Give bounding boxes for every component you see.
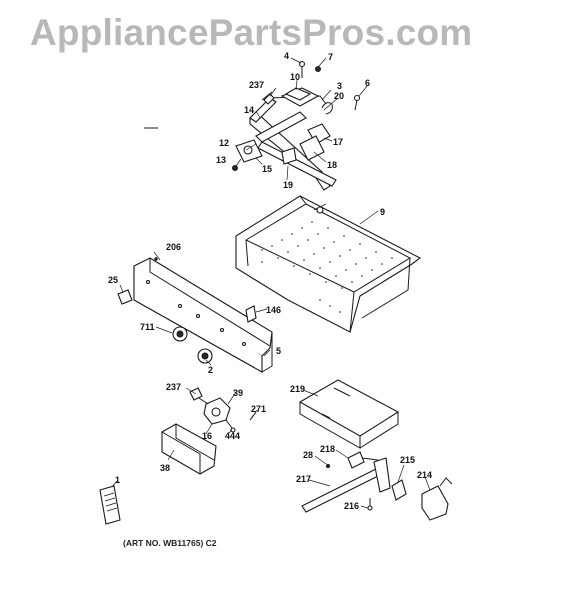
- broil-shield: [298, 379, 400, 449]
- callout-10: 10: [290, 72, 300, 82]
- callout-214: 214: [417, 470, 432, 480]
- callout-3: 3: [337, 81, 342, 91]
- callout-14: 14: [244, 105, 254, 115]
- callout-711: 711: [140, 322, 155, 332]
- callout-237-mid: 237: [166, 382, 181, 392]
- callout-218: 218: [320, 444, 335, 454]
- callout-5: 5: [276, 346, 281, 356]
- valve-assembly: [189, 387, 257, 433]
- watermark-text: AppliancePartsPros.com: [30, 12, 473, 53]
- callout-39: 39: [233, 388, 243, 398]
- callout-7: 7: [328, 52, 333, 62]
- callout-1: 1: [115, 475, 120, 485]
- callout-20: 20: [334, 91, 344, 101]
- callout-206: 206: [166, 242, 181, 252]
- broil-burner-assembly: [301, 451, 453, 521]
- callout-146: 146: [266, 305, 281, 315]
- callout-6: 6: [365, 78, 370, 88]
- callout-9: 9: [380, 207, 385, 217]
- burner-manifold-assembly: [144, 60, 361, 191]
- callout-12: 12: [219, 138, 229, 148]
- manifold-panel: [117, 257, 273, 373]
- leader-lines: [111, 57, 431, 509]
- callout-15: 15: [262, 164, 272, 174]
- callout-13: 13: [216, 155, 226, 165]
- callout-28: 28: [303, 450, 313, 460]
- callout-271: 271: [251, 404, 266, 414]
- callout-444: 444: [225, 431, 240, 441]
- callout-215: 215: [400, 455, 415, 465]
- art-number: (ART NO. WB11765) C2: [123, 538, 217, 548]
- valve-cover: [161, 423, 217, 475]
- literature-booklet: [99, 485, 121, 525]
- callout-219: 219: [290, 384, 305, 394]
- callout-4: 4: [284, 51, 289, 61]
- callout-217: 217: [296, 474, 311, 484]
- callout-18: 18: [327, 160, 337, 170]
- callout-25: 25: [108, 275, 118, 285]
- callout-16: 16: [202, 431, 212, 441]
- callout-19: 19: [283, 180, 293, 190]
- callout-labels: 4 7 10 237 3 6 20 14 17 12 13 15 18 19 9…: [108, 51, 432, 511]
- burner-box-tray: [235, 195, 422, 333]
- callout-2: 2: [208, 365, 213, 375]
- callout-237-top: 237: [249, 80, 264, 90]
- callout-38: 38: [160, 463, 170, 473]
- callout-216: 216: [344, 501, 359, 511]
- callout-17: 17: [333, 137, 343, 147]
